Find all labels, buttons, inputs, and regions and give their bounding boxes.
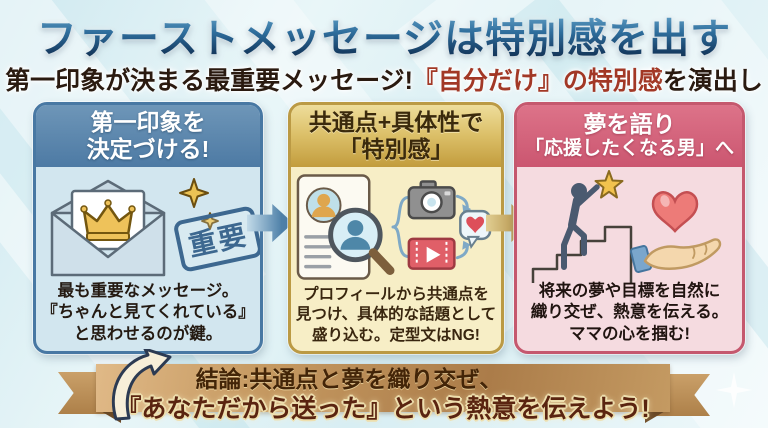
card2-caption: プロフィールから共通点を 見つけ、具体的な話題として 盛り込む。定型文はNG!: [294, 285, 498, 346]
card3-body: 将来の夢や目標を自然に 織り交ぜ、熱意を伝える。 ママの心を掴む!: [517, 167, 742, 351]
card3-caption: 将来の夢や目標を自然に 織り交ぜ、熱意を伝える。 ママの心を掴む!: [520, 281, 739, 346]
card2-caption-line3: 盛り込む。定型文はNG!: [312, 326, 480, 344]
card3-header-line1: 夢を語り: [583, 111, 676, 138]
card2-header: 共通点+具体性で 「特別感」: [291, 105, 501, 167]
conclusion-line2: 『あなただから送った』という熱意を伝えよう!: [116, 394, 650, 423]
heart-bubble-icon: [459, 209, 492, 250]
card-first-impression: 第一印象を 決定づける! 重要 最も重要なメッセージ。 『ちゃんと見てくれている…: [33, 102, 263, 354]
envelope-crown-icon: [50, 178, 219, 277]
card1-header-line1: 第一印象を: [90, 108, 206, 135]
sparkle-icon: [716, 372, 752, 408]
hand-heart-icon: [629, 191, 722, 273]
climbing-stairs-icon: [531, 170, 722, 283]
swoosh-arrow-icon: [111, 349, 172, 421]
card-common-points: 共通点+具体性で 「特別感」: [288, 102, 504, 354]
card1-header: 第一印象を 決定づける!: [36, 105, 260, 167]
card3-header-line2: 「応援したくなる男」へ: [524, 138, 734, 160]
card3-caption-line3: ママの心を掴む!: [569, 325, 690, 344]
conclusion-line1: 結論:共通点と夢を織り交ぜ、: [195, 366, 503, 392]
card1-caption-line2: 『ちゃんと見てくれている』: [41, 303, 255, 322]
conclusion-ribbon: [96, 364, 670, 412]
card-dream-support: 夢を語り 「応援したくなる男」へ: [514, 102, 745, 354]
card1-caption-line3: と思わせるのが鍵。: [73, 325, 223, 344]
card2-header-line2: 「特別感」: [338, 136, 454, 162]
subtitle-pre: 第一印象が決まる最重要メッセージ!: [5, 67, 413, 95]
card1-header-line2: 決定づける!: [86, 136, 210, 162]
card1-body: 重要 最も重要なメッセージ。 『ちゃんと見てくれている』 と思わせるのが鍵。: [36, 167, 260, 351]
sparkle-icon: [179, 178, 209, 208]
page-title: ファーストメッセージは特別感を出す: [0, 6, 768, 64]
profile-magnifier-icon: [296, 174, 492, 280]
card3-caption-line1: 将来の夢や目標を自然に: [538, 281, 721, 300]
ticket-icon: [407, 237, 456, 270]
card3-header: 夢を語り 「応援したくなる男」へ: [517, 105, 742, 167]
card2-header-line1: 共通点+具体性で: [308, 108, 484, 135]
camera-icon: [407, 180, 456, 220]
subtitle-highlight: 『自分だけ』の特別感: [412, 67, 663, 95]
card3-caption-line2: 織り交ぜ、熱意を伝える。: [530, 303, 729, 322]
sparkle-icon: [201, 212, 219, 230]
card2-body: プロフィールから共通点を 見つけ、具体的な話題として 盛り込む。定型文はNG!: [291, 167, 501, 351]
climbing-figure: [561, 183, 600, 270]
card2-caption-line1: プロフィールから共通点を: [303, 285, 489, 303]
conclusion-text: 結論:共通点と夢を織り交ぜ、 『あなただから送った』という熱意を伝えよう!: [96, 366, 670, 424]
card2-caption-line2: 見つけ、具体的な話題として: [295, 306, 497, 324]
card1-caption: 最も重要なメッセージ。 『ちゃんと見てくれている』 と思わせるのが鍵。: [39, 281, 257, 346]
star-icon: [594, 170, 624, 199]
card1-caption-line1: 最も重要なメッセージ。: [57, 281, 239, 300]
